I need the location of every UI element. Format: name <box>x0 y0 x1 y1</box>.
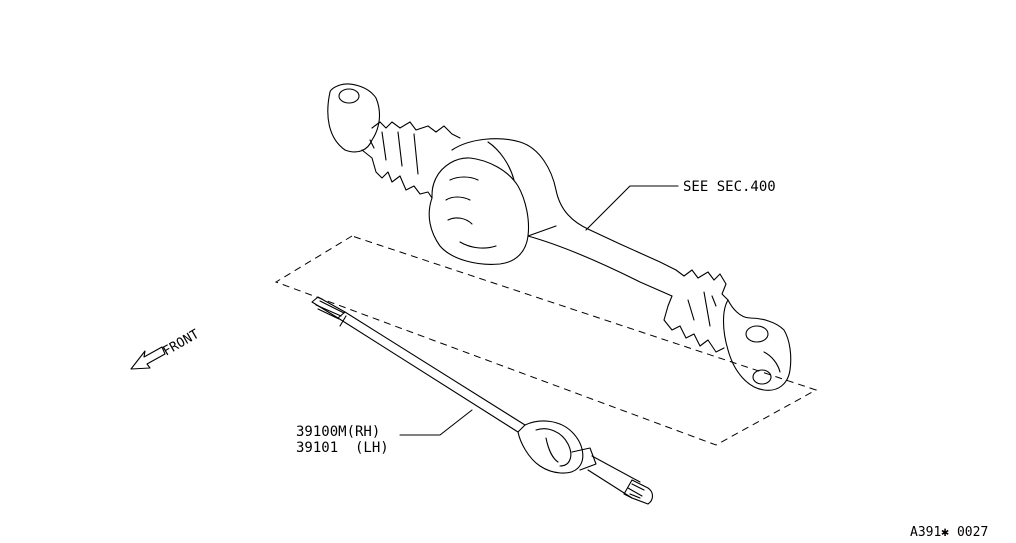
shaft-part-number-lh: 39101 (LH) <box>296 440 389 456</box>
leader-line-axle-housing <box>585 185 679 231</box>
leader-line-axle-shaft <box>399 409 473 436</box>
front-direction-label: FRONT <box>161 327 203 360</box>
diagram-code: A391✱ 0027 <box>910 525 988 540</box>
shaft-part-number-rh: 39100M(RH) <box>296 424 380 440</box>
front-arrow-icon <box>130 346 166 370</box>
assembly-boundary <box>274 235 818 446</box>
axle-shaft <box>311 296 654 505</box>
axle-housing-callout: SEE SEC.400 <box>683 179 776 195</box>
axle-housing <box>327 83 792 391</box>
